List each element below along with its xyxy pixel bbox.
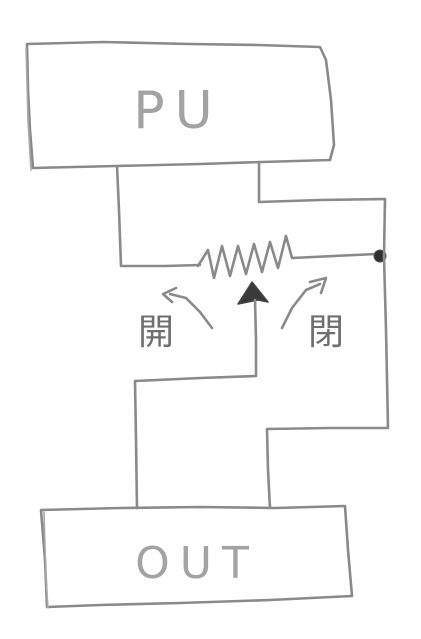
triangle-wiper-icon <box>237 281 269 305</box>
wire-right-rail <box>265 254 390 510</box>
wire-wiper <box>133 298 258 510</box>
close-direction-arrow <box>280 276 328 330</box>
top-box-label: PU <box>133 81 222 141</box>
zigzag-resistor-icon <box>196 234 378 280</box>
wire-pu-right <box>257 160 387 258</box>
open-direction-label: 開 <box>138 312 174 353</box>
close-direction-label: 閉 <box>308 312 344 353</box>
open-direction-arrow <box>161 286 214 330</box>
wire-resistor-left <box>115 164 202 268</box>
bottom-box: OUT <box>39 504 354 609</box>
top-box: PU <box>25 40 336 171</box>
bottom-box-label: OUT <box>135 538 259 589</box>
